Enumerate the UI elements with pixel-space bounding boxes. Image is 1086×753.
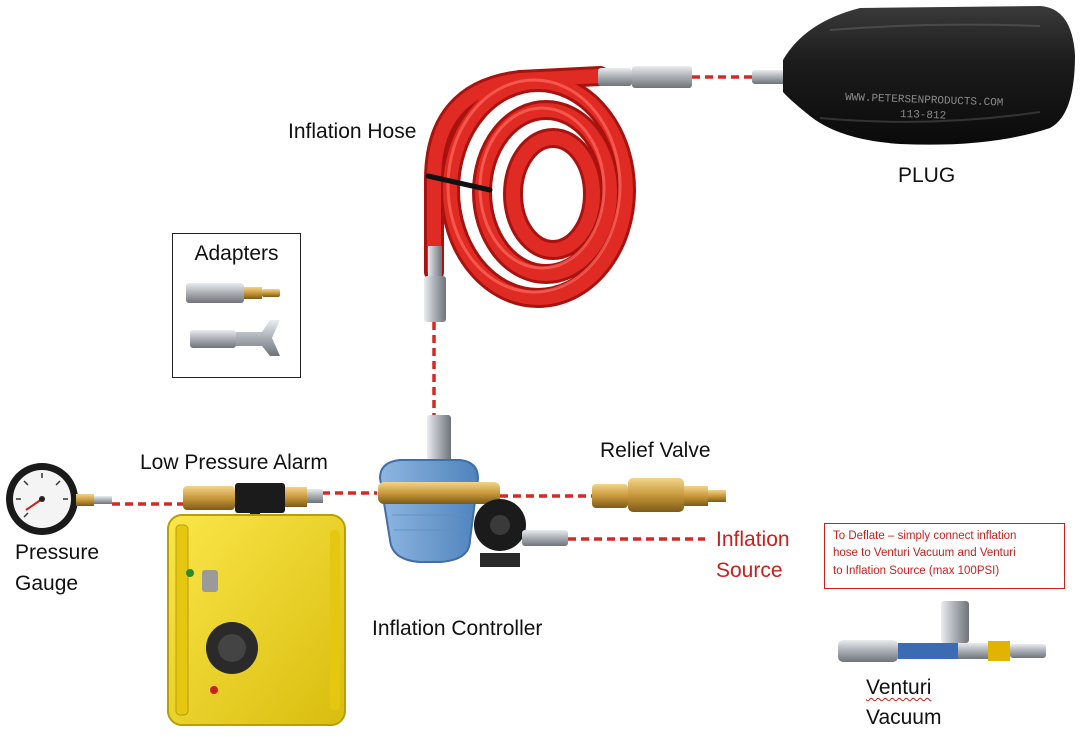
venturi-vacuum-image (838, 601, 1046, 662)
connector-lines (112, 75, 752, 541)
pressure-gauge-image (6, 463, 112, 535)
label-low-pressure-alarm: Low Pressure Alarm (140, 451, 328, 474)
label-inflation-controller: Inflation Controller (372, 617, 543, 640)
low-pressure-alarm-image (167, 483, 346, 726)
deflate-note-line3: to Inflation Source (max 100PSI) (833, 564, 1000, 577)
label-venturi-text: Venturi (866, 676, 932, 699)
adapters-box: Adapters (172, 233, 301, 378)
plug-image: WWW.PETERSENPRODUCTS.COM 113-812 (752, 6, 1075, 145)
relief-valve-image (592, 478, 726, 512)
label-plug: PLUG (898, 164, 956, 187)
deflate-note-line2: hose to Venturi Vacuum and Venturi (833, 547, 1016, 560)
label-source: Source (716, 559, 783, 582)
label-pressure: Pressure (15, 541, 100, 564)
label-venturi: Venturi (866, 673, 931, 703)
deflate-note: To Deflate – simply connect inflation ho… (824, 523, 1065, 589)
label-inflation: Inflation (716, 528, 790, 551)
label-relief-valve: Relief Valve (600, 439, 711, 462)
label-gauge: Gauge (15, 572, 79, 595)
label-adapters: Adapters (194, 242, 279, 265)
plug-imprint-line1: WWW.PETERSENPRODUCTS.COM (845, 92, 1004, 110)
label-vacuum: Vacuum (866, 706, 942, 729)
adapters-image (186, 283, 280, 356)
inflation-controller-image (378, 415, 568, 567)
deflate-note-line1: To Deflate – simply connect inflation (833, 530, 1017, 542)
inflation-hose-image (424, 66, 692, 322)
label-inflation-hose: Inflation Hose (288, 120, 417, 143)
plug-imprint-line2: 113-812 (900, 109, 947, 123)
